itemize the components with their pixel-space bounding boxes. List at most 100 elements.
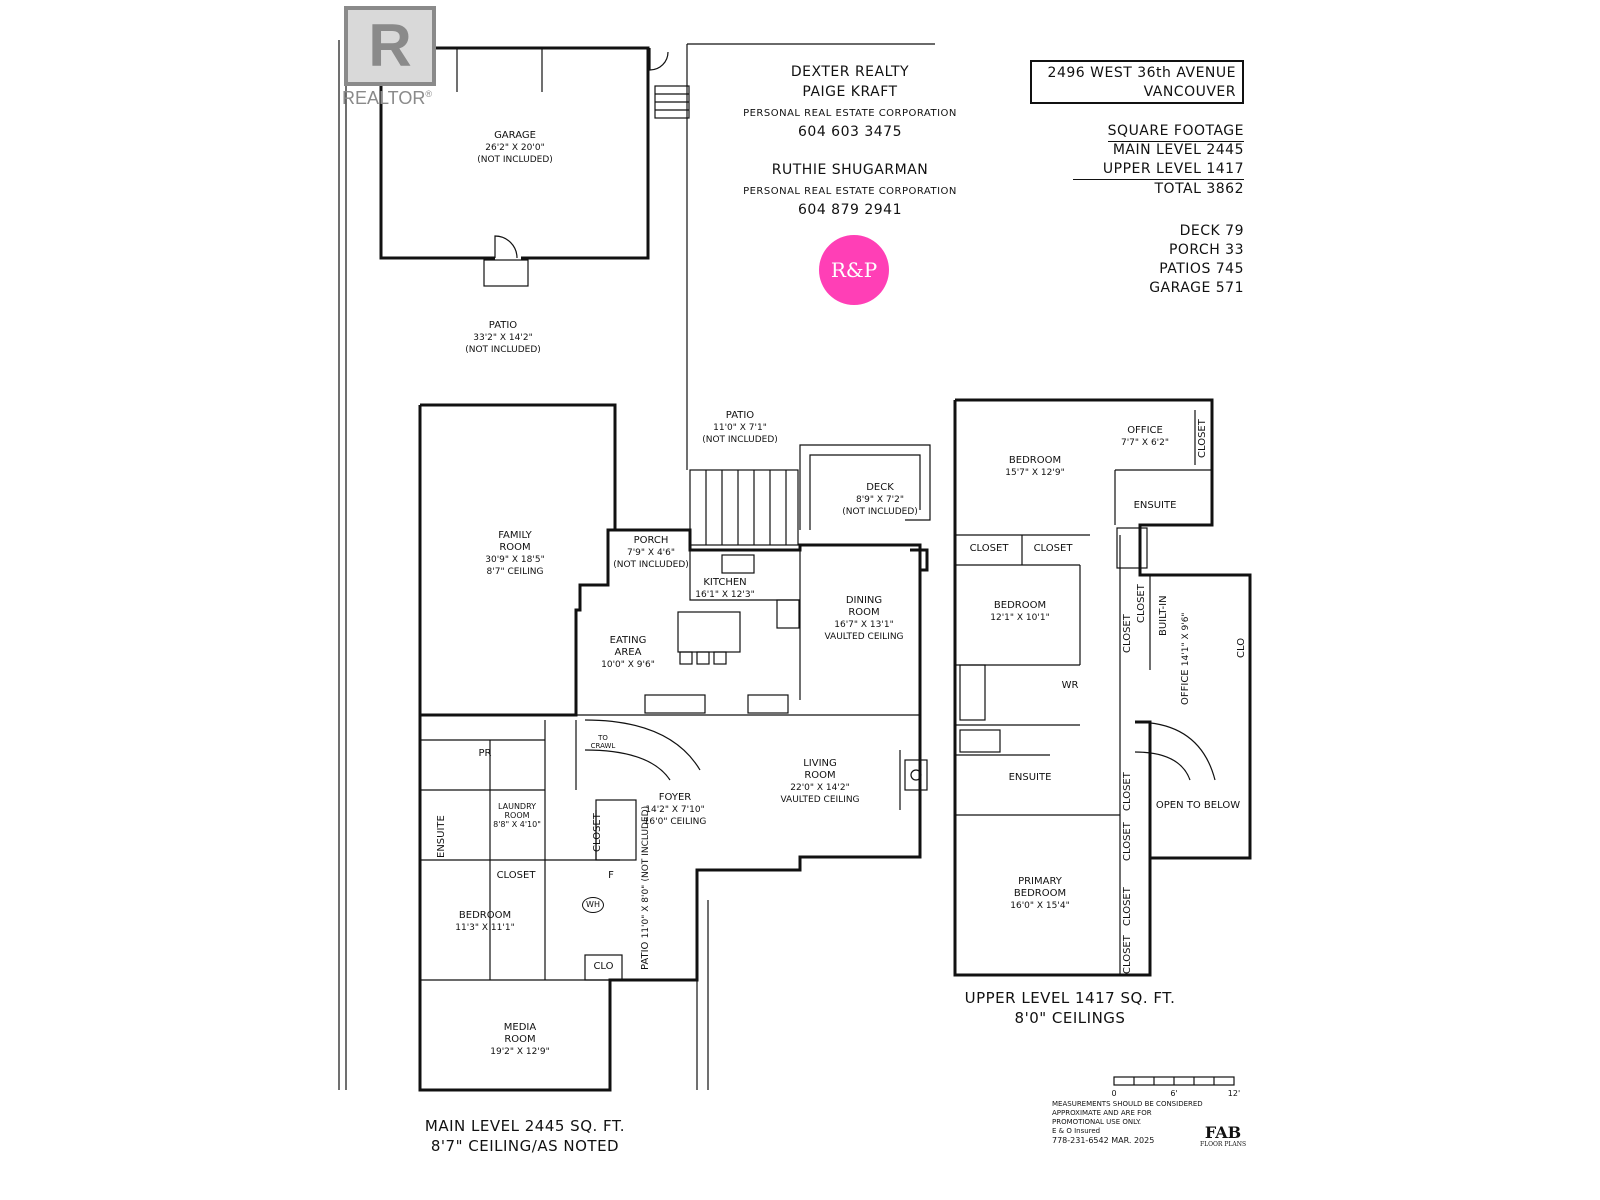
disclaimer-line4: E & O Insured	[1052, 1127, 1101, 1135]
room-patio-side: PATIO 11'0" X 8'0" (NOT INCLUDED)	[640, 806, 652, 970]
room-dim: 19'2" X 12'9"	[490, 1047, 550, 1057]
main-level-title: MAIN LEVEL 2445 SQ. FT.	[424, 1117, 626, 1135]
room-name: CLOSET	[1122, 935, 1133, 975]
disclaimer-line2: APPROXIMATE AND ARE FOR	[1052, 1109, 1152, 1117]
sqft-main: MAIN LEVEL 2445	[1112, 142, 1244, 158]
room-closet-main2: CLOSET	[490, 870, 542, 882]
room-name: OFFICE	[1180, 669, 1191, 705]
room-closet-up-office: CLOSET	[1197, 415, 1209, 463]
room-clo-up: CLO	[1236, 635, 1248, 661]
label-f: F	[604, 870, 618, 882]
room-name: FOYER	[658, 792, 692, 803]
room-garage: GARAGE 26'2" X 20'0" (NOT INCLUDED)	[455, 130, 575, 166]
room-dim: 7'7" X 6'2"	[1120, 438, 1170, 448]
room-name: OFFICE	[1127, 425, 1163, 436]
room-kitchen: KITCHEN 16'1" X 12'3"	[680, 577, 770, 601]
agent1-phone: 604 603 3475	[798, 124, 902, 140]
room-name: CLOSET	[1197, 419, 1208, 459]
room-dim: 16'7" X 13'1"	[834, 620, 894, 630]
room-name: CLO	[593, 961, 614, 972]
realtor-logo: R REALTOR®	[342, 6, 438, 114]
main-stair	[575, 719, 701, 790]
room-dim: 10'0" X 9'6"	[601, 660, 655, 670]
disclaimer: MEASUREMENTS SHOULD BE CONSIDERED APPROX…	[1052, 1100, 1242, 1145]
room-name: BEDROOM	[1013, 888, 1067, 899]
room-name: CLOSET	[1122, 887, 1133, 927]
room-dim: 26'2" X 20'0"	[485, 143, 545, 153]
sqft-patios: PATIOS 745	[1159, 261, 1244, 277]
room-name: ROOM	[504, 1034, 536, 1045]
room-closet-up-a: CLOSET	[960, 543, 1018, 555]
room-name: CRAWL	[590, 742, 616, 750]
room-dim: 30'9" X 18'5"	[485, 555, 545, 565]
room-dim: 15'7" X 12'9"	[1005, 468, 1065, 478]
agent2-name: RUTHIE SHUGARMAN	[771, 162, 929, 178]
room-name: PATIO	[640, 941, 651, 970]
room-name: ROOM	[504, 811, 530, 820]
room-name: F	[608, 870, 614, 881]
sqft-heading: SQUARE FOOTAGE	[1107, 122, 1244, 142]
room-note: (NOT INCLUDED)	[477, 155, 553, 165]
room-dim: 16'0" X 15'4"	[1010, 901, 1070, 911]
room-dim: 11'0" X 7'1"	[713, 423, 767, 433]
room-ensuite-up1: ENSUITE	[1125, 500, 1185, 512]
room-name: MEDIA	[503, 1022, 537, 1033]
agent1-corp: PERSONAL REAL ESTATE CORPORATION	[743, 108, 957, 119]
garage-stairs	[649, 48, 690, 119]
rp-badge-text: R&P	[830, 258, 878, 282]
room-dim: 8'8" X 4'10"	[493, 820, 541, 829]
room-note: (NOT INCLUDED)	[465, 345, 541, 355]
room-name: EATING	[609, 635, 647, 646]
room-porch: PORCH 7'9" X 4'6" (NOT INCLUDED)	[612, 535, 690, 571]
room-ensuite-up2: ENSUITE	[1000, 772, 1060, 784]
room-name: DINING	[845, 595, 883, 606]
room-dim: 8'9" X 7'2"	[855, 495, 905, 505]
room-name: BUILT-IN	[1158, 595, 1169, 637]
room-name: CLOSET	[496, 870, 536, 881]
room-bedroom-up1: BEDROOM 15'7" X 12'9"	[995, 455, 1075, 479]
room-name: ENSUITE	[1008, 772, 1052, 783]
agent2-phone: 604 879 2941	[798, 202, 902, 218]
label-wr: WR	[1060, 680, 1080, 692]
room-closet-up-h: CLOSET	[1122, 935, 1134, 975]
room-foyer: FOYER 14'2" X 7'10" 16'0" CEILING	[630, 792, 720, 828]
room-name: ENSUITE	[436, 815, 447, 859]
room-media: MEDIA ROOM 19'2" X 12'9"	[475, 1022, 565, 1058]
label-built-in: BUILT-IN	[1158, 590, 1170, 642]
sqft-total: TOTAL 3862	[1154, 181, 1244, 197]
room-dim: 14'2" X 7'10"	[645, 805, 705, 815]
scale-tick-12: 12'	[1227, 1089, 1241, 1098]
fab-logo-sub: FLOOR PLANS	[1199, 1141, 1247, 1148]
room-dim: 33'2" X 14'2"	[473, 333, 533, 343]
room-name: CLO	[1236, 637, 1247, 659]
room-living: LIVING ROOM 22'0" X 14'2" VAULTED CEILIN…	[765, 758, 875, 806]
room-name: WR	[1061, 680, 1079, 691]
room-name: BEDROOM	[458, 910, 512, 921]
room-note: (NOT INCLUDED)	[641, 805, 651, 882]
rp-badge: R&P	[819, 235, 889, 305]
room-closet-up-e: CLOSET	[1122, 770, 1134, 814]
room-ensuite-main: ENSUITE	[436, 812, 448, 862]
room-dim: 22'0" X 14'2"	[790, 783, 850, 793]
room-name: AREA	[614, 647, 642, 658]
deck-walls	[689, 444, 931, 546]
room-name: CLOSET	[592, 813, 603, 853]
room-name: BEDROOM	[1008, 455, 1062, 466]
room-note: (NOT INCLUDED)	[842, 507, 918, 517]
agent-company: DEXTER REALTY	[790, 64, 910, 80]
room-name: CLOSET	[1122, 614, 1133, 654]
room-dim: 12'1" X 10'1"	[990, 613, 1050, 623]
room-name: ROOM	[848, 607, 880, 618]
room-dim: 16'1" X 12'3"	[695, 590, 755, 600]
room-patio-top: PATIO 33'2" X 14'2" (NOT INCLUDED)	[448, 320, 558, 356]
room-closet-up-b: CLOSET	[1025, 543, 1081, 555]
room-bedroom-main: BEDROOM 11'3" X 11'1"	[445, 910, 525, 934]
room-closet-main1: CLOSET	[592, 808, 604, 858]
realtor-logo-text: REALTOR	[342, 88, 426, 108]
upper-level-ceiling: 8'0" CEILINGS	[1014, 1009, 1126, 1027]
disclaimer-line1: MEASUREMENTS SHOULD BE CONSIDERED	[1052, 1100, 1203, 1108]
room-name: BEDROOM	[993, 600, 1047, 611]
main-level-walls	[418, 403, 929, 1092]
scale-tick-0: 0	[1111, 1089, 1117, 1098]
